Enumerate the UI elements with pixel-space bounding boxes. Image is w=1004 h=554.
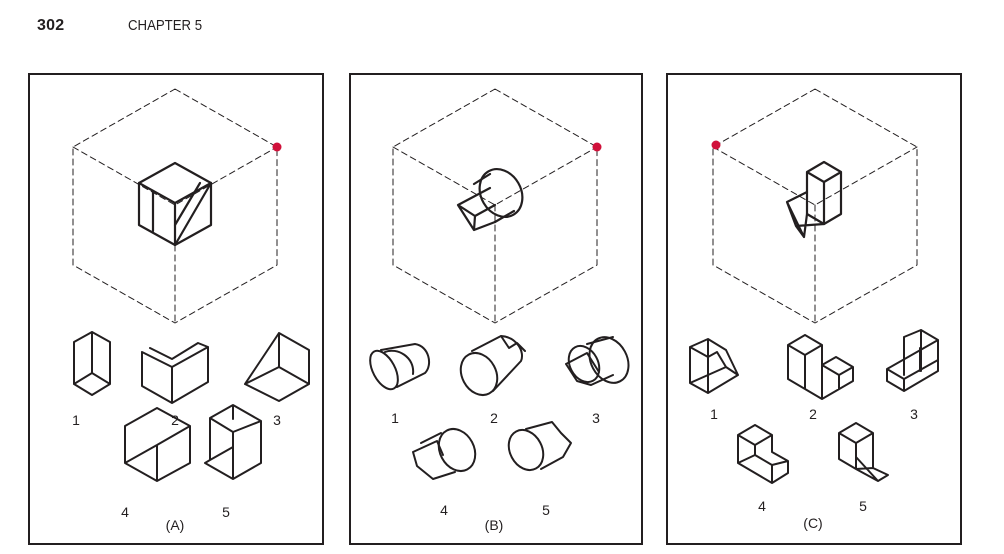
red-viewpoint-dot [272,142,282,152]
option-label: 1 [72,412,80,428]
panel-caption: (A) [165,517,185,533]
option-label: 5 [859,498,867,514]
option-label: 1 [391,410,399,426]
option-b-2 [459,335,526,397]
option-label: 3 [592,410,600,426]
option-label: 2 [490,410,498,426]
panel-b: 1 2 3 4 5 (B) [349,73,643,545]
option-label: 5 [222,504,230,520]
option-b-3 [565,336,630,386]
option-label: 4 [440,502,448,518]
page-number: 302 [37,17,65,34]
option-a-4 [124,407,191,482]
option-b-1 [369,343,431,391]
option-a-3 [244,332,310,402]
panel-caption: (C) [803,515,823,531]
option-b-4 [412,427,477,480]
object-b-cylinder [456,168,524,232]
option-label: 5 [542,502,550,518]
panel-c: 1 2 3 4 5 (C) [666,73,962,545]
panel-b-drawing [369,88,630,480]
red-viewpoint-dot [592,142,602,152]
option-label: 3 [273,412,281,428]
panel-a-drawing [72,88,310,482]
object-a-block [137,161,213,247]
option-label: 1 [710,406,718,422]
panel-c-drawing [689,88,939,484]
option-b-5 [507,421,572,472]
option-a-1 [73,331,111,396]
option-a-5 [204,404,262,480]
chapter-heading: CHAPTER 5 [128,17,203,34]
option-c-1 [689,338,739,394]
red-viewpoint-dot [711,140,721,150]
option-label: 4 [121,504,129,520]
option-c-2 [787,334,854,400]
option-c-4 [737,424,789,484]
option-a-2 [141,342,209,404]
object-c-l-block [785,160,843,239]
option-label: 3 [910,406,918,422]
option-label: 4 [758,498,766,514]
option-label: 2 [809,406,817,422]
option-c-3 [886,329,939,392]
panel-a: 1 2 3 4 5 (A) [28,73,324,545]
panel-caption: (B) [484,517,504,533]
option-c-5 [838,422,889,482]
option-label: 2 [171,412,179,428]
dashed-reference-cube [712,88,918,324]
